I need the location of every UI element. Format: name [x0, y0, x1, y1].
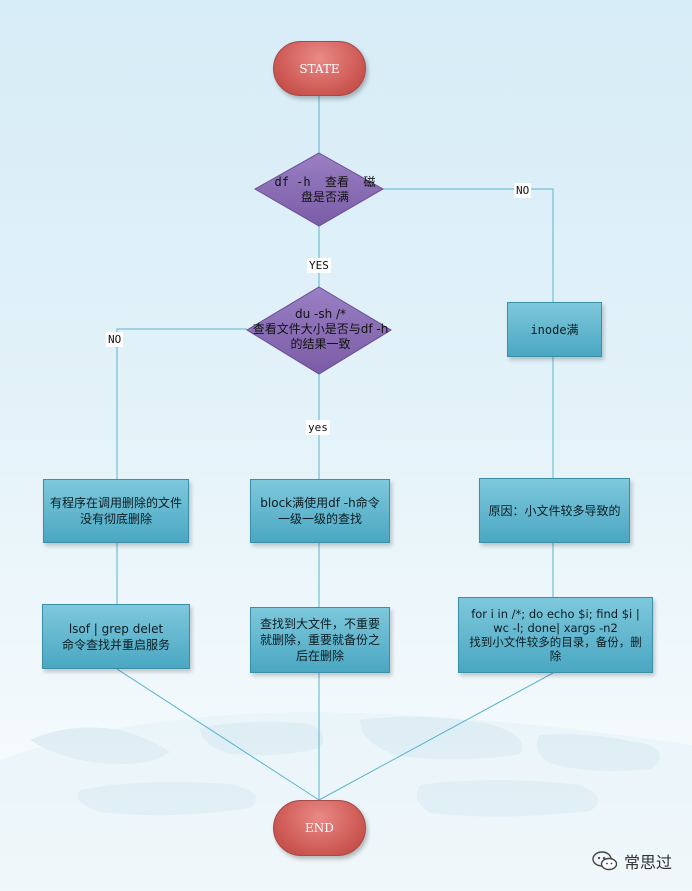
edge-label-du-no: NO [106, 332, 124, 347]
lsof-restart-box: lsof | grep delet 命令查找并重启服务 [42, 604, 190, 669]
wechat-icon [592, 851, 618, 871]
edge-disk-inode [383, 188, 554, 302]
edge-du-deleted [116, 328, 247, 479]
decision-disk-shape [253, 152, 385, 227]
edge-label-du-yes: yes [306, 420, 330, 435]
find-small-files-label: for i in /*; do echo $i; find $i | wc -l… [469, 607, 642, 663]
deleted-files-box: 有程序在调用删除的文件没有彻底删除 [43, 479, 189, 543]
watermark: 常思过 [592, 849, 672, 873]
inode-full-label: inode满 [530, 322, 579, 337]
cause-small-files-box: 原因：小文件较多导致的 [479, 478, 630, 543]
start-node: STATE [273, 41, 366, 96]
find-big-files-label: 查找到大文件，不重要就删除，重要就备份之后在删除 [259, 617, 380, 663]
end-node: END [273, 800, 366, 856]
decision-du-label: du -sh /* 查看文件大小是否与df -h的结果一致 [252, 307, 389, 351]
edge-lsof-end [116, 668, 320, 801]
find-small-files-box: for i in /*; do echo $i; find $i | wc -l… [458, 597, 653, 673]
decision-du-shape [246, 286, 392, 375]
edge-label-disk-yes: YES [307, 258, 331, 273]
block-full-box: block满使用df -h命令一级一级的查找 [250, 479, 390, 543]
edge-small-end [318, 672, 554, 801]
edge-label-disk-no: NO [514, 183, 532, 198]
cause-small-files-label: 原因：小文件较多导致的 [488, 503, 621, 518]
decision-disk-label: df -h 查看 磁盘是否满 [274, 175, 376, 204]
start-label: STATE [299, 61, 340, 76]
find-big-files-box: 查找到大文件，不重要就删除，重要就备份之后在删除 [250, 607, 390, 673]
watermark-text: 常思过 [623, 853, 672, 872]
lsof-restart-label: lsof | grep delet 命令查找并重启服务 [61, 621, 170, 652]
block-full-label: block满使用df -h命令一级一级的查找 [260, 496, 380, 526]
inode-full-box: inode满 [507, 302, 602, 357]
end-label: END [305, 821, 334, 835]
deleted-files-label: 有程序在调用删除的文件没有彻底删除 [50, 496, 183, 526]
